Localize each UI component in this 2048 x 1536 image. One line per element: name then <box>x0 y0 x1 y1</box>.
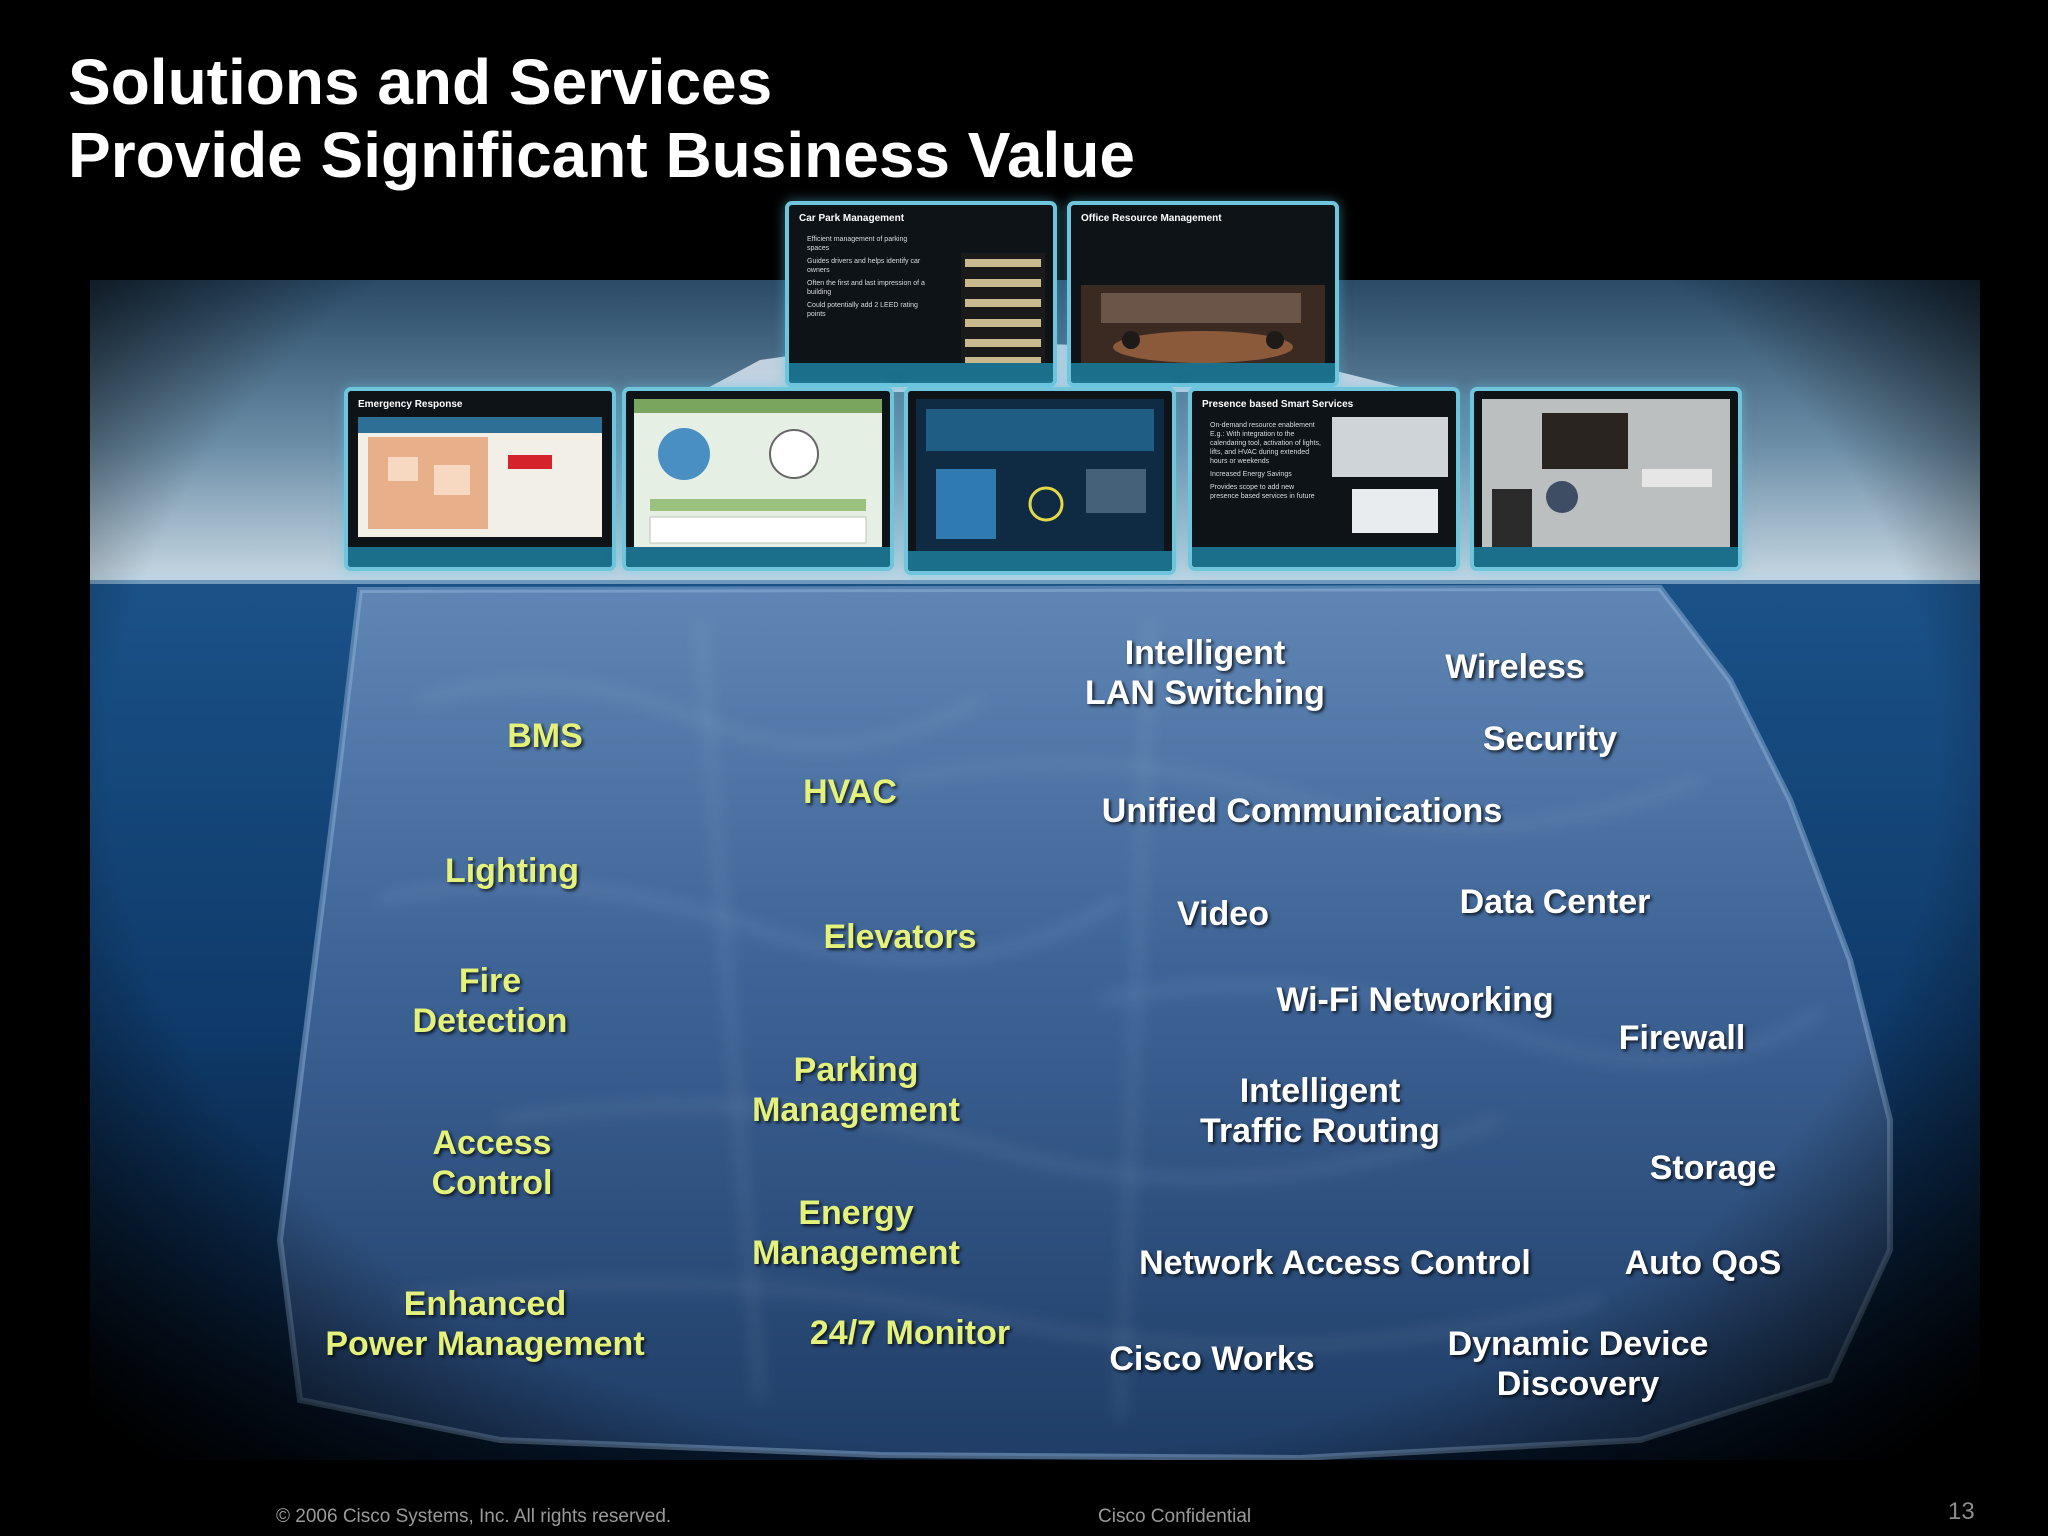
presence-images <box>1332 417 1448 533</box>
label-storage: Storage <box>1649 1149 1777 1187</box>
analytics-dashboard-screen[interactable] <box>622 387 894 571</box>
label-ddd-line2: Discovery <box>1496 1365 1660 1403</box>
title-line-2: Provide Significant Business Value <box>68 119 1135 191</box>
label-power-line2: Power Management <box>325 1325 645 1363</box>
label-access-line2: Control <box>431 1164 553 1202</box>
label-hvac: HVAC <box>803 773 897 811</box>
footer-copyright: © 2006 Cisco Systems, Inc. All rights re… <box>276 1506 672 1527</box>
label-lan-line2: LAN Switching <box>1085 674 1325 712</box>
label-energy-line1: Energy <box>798 1194 914 1232</box>
screen-footer-bar <box>626 547 890 567</box>
footer-confidential: Cisco Confidential <box>1098 1506 1252 1527</box>
office-resource-heading: Office Resource Management <box>1081 213 1222 224</box>
screen-footer-bar <box>908 551 1172 571</box>
car-park-bullet: Could potentially add 2 LEED rating poin… <box>807 302 918 318</box>
label-network-access-control: Network Access Control <box>1139 1244 1531 1282</box>
presence-bullet: On-demand resource enablement E.g.: With… <box>1210 422 1321 465</box>
car-park-bullet: Efficient management of parking spaces <box>807 236 908 252</box>
label-routing-line2: Traffic Routing <box>1200 1112 1440 1150</box>
screen-footer-bar <box>1071 363 1335 383</box>
label-power-line1: Enhanced <box>403 1285 567 1323</box>
label-parking-line2: Management <box>752 1091 960 1129</box>
label-firewall: Firewall <box>1618 1019 1746 1057</box>
telepresence-screen[interactable] <box>1470 387 1742 571</box>
label-24-7-monitor: 24/7 Monitor <box>809 1314 1011 1352</box>
label-lighting: Lighting <box>444 852 580 890</box>
label-unified-communications: Unified Communications <box>1101 792 1503 830</box>
conference-room-image <box>1081 285 1325 369</box>
label-fire-line2: Detection <box>412 1002 568 1040</box>
slide-title: Solutions and Services Provide Significa… <box>68 46 1135 192</box>
label-auto-qos: Auto QoS <box>1624 1244 1782 1282</box>
presence-bullet: Increased Energy Savings <box>1210 471 1292 478</box>
label-lan-line1: Intelligent <box>1124 634 1286 672</box>
label-parking-line1: Parking <box>793 1051 919 1089</box>
building-operations-screen[interactable] <box>904 387 1176 575</box>
label-dynamic-device-discovery: Dynamic Device Discovery <box>1400 1324 1756 1404</box>
operations-image <box>916 399 1164 563</box>
parking-garage-image <box>961 253 1045 371</box>
label-parking-management: Parking Management <box>736 1050 976 1130</box>
screen-footer-bar <box>348 547 612 567</box>
screen-footer-bar <box>1192 547 1456 567</box>
label-data-center: Data Center <box>1459 883 1651 921</box>
car-park-bullet: Guides drivers and helps identify car ow… <box>807 258 921 274</box>
label-fire-line1: Fire <box>458 962 522 1000</box>
label-intelligent-lan-switching: Intelligent LAN Switching <box>1065 633 1345 713</box>
label-elevators: Elevators <box>823 918 977 956</box>
presence-services-heading: Presence based Smart Services <box>1202 399 1354 410</box>
dashboard-image <box>634 399 882 559</box>
label-security: Security <box>1482 720 1618 758</box>
label-ddd-line1: Dynamic Device <box>1447 1325 1709 1363</box>
car-park-bullets: Efficient management of parking spaces G… <box>807 235 925 323</box>
screen-footer-bar <box>1474 547 1738 567</box>
label-access-line1: Access <box>432 1124 552 1162</box>
presence-bullet: Provides scope to add new presence based… <box>1210 484 1315 500</box>
label-video: Video <box>1177 895 1269 933</box>
page-number: 13 <box>1948 1498 1975 1525</box>
label-energy-management: Energy Management <box>736 1193 976 1273</box>
label-bms: BMS <box>507 717 583 755</box>
car-park-bullet: Often the first and last impression of a… <box>807 280 925 296</box>
emergency-response-screen[interactable]: Emergency Response <box>344 387 616 571</box>
telepresence-image <box>1482 399 1730 559</box>
label-fire-detection: Fire Detection <box>385 961 595 1041</box>
label-energy-line2: Management <box>752 1234 960 1272</box>
screen-footer-bar <box>789 363 1053 383</box>
label-intelligent-traffic-routing: Intelligent Traffic Routing <box>1170 1071 1470 1151</box>
label-wifi-networking: Wi-Fi Networking <box>1276 981 1554 1019</box>
car-park-screen[interactable]: Car Park Management Efficient management… <box>785 201 1057 387</box>
presence-services-screen[interactable]: Presence based Smart Services On-demand … <box>1188 387 1460 571</box>
emergency-response-heading: Emergency Response <box>358 399 463 410</box>
label-wireless: Wireless <box>1445 648 1585 686</box>
label-cisco-works: Cisco Works <box>1109 1340 1315 1378</box>
title-line-1: Solutions and Services <box>68 46 773 118</box>
office-resource-screen[interactable]: Office Resource Management <box>1067 201 1339 387</box>
label-access-control: Access Control <box>402 1123 582 1203</box>
label-routing-line1: Intelligent <box>1239 1072 1401 1110</box>
car-park-heading: Car Park Management <box>799 213 905 224</box>
floor-plan-image <box>358 417 602 537</box>
label-enhanced-power-management: Enhanced Power Management <box>305 1284 665 1364</box>
presence-services-bullets: On-demand resource enablement E.g.: With… <box>1210 421 1322 505</box>
